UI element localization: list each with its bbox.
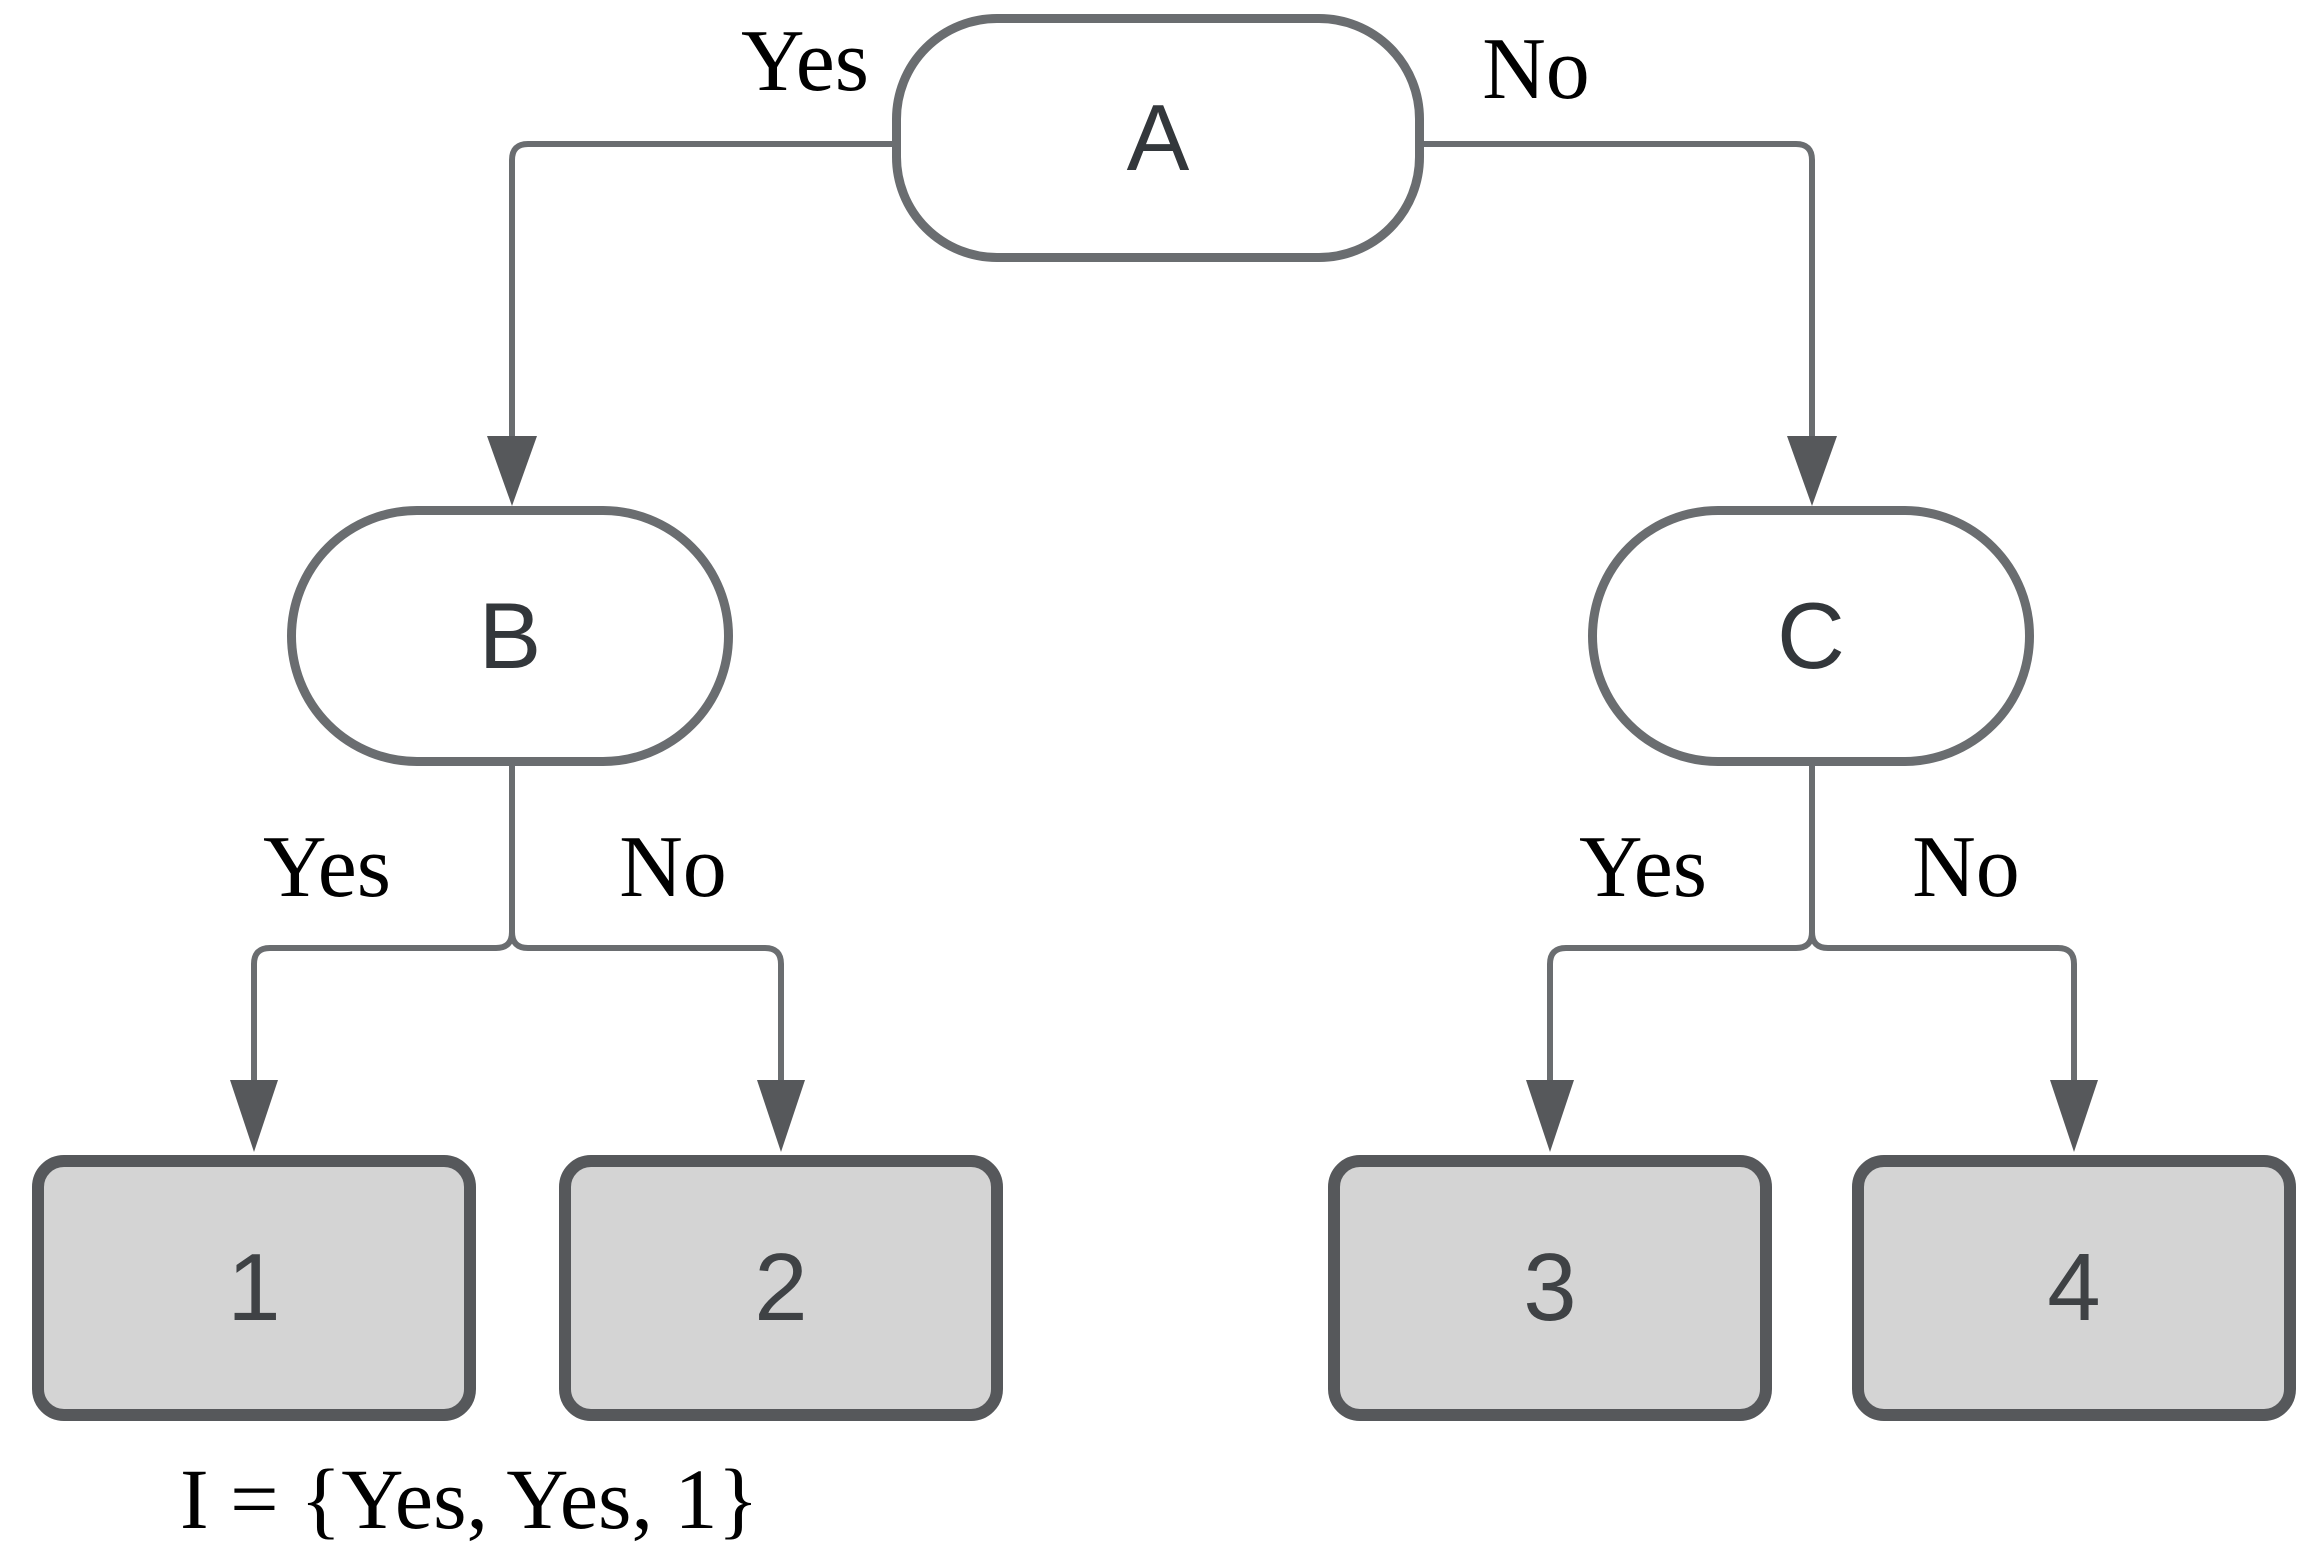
edge-a-b-arrowhead: [487, 436, 537, 506]
edge-a-c: [1424, 141, 1815, 438]
edge-label-b-leaf2-no: No: [619, 819, 727, 916]
edge-a-b: [509, 141, 892, 438]
node-c: C: [1588, 506, 2034, 766]
edge-b-leaf2: [509, 766, 784, 1082]
leaf-2-label: 2: [754, 1234, 808, 1341]
node-a: A: [892, 14, 1424, 262]
edge-c-leaf4-arrowhead: [2050, 1080, 2098, 1152]
node-b: B: [287, 506, 733, 766]
instance-caption: I = {Yes, Yes, 1}: [180, 1451, 759, 1547]
edge-c-leaf3: [1547, 766, 1815, 1082]
edge-label-a-c-no: No: [1482, 21, 1590, 118]
leaf-node-4: 4: [1852, 1155, 2296, 1421]
edge-label-c-leaf3-yes: Yes: [1578, 819, 1708, 916]
leaf-1-label: 1: [227, 1234, 281, 1341]
leaf-node-2: 2: [559, 1155, 1003, 1421]
edge-c-leaf3-arrowhead: [1526, 1080, 1574, 1152]
edge-c-leaf4: [1809, 766, 2077, 1082]
edge-b-leaf1: [251, 766, 515, 1082]
leaf-node-3: 3: [1328, 1155, 1772, 1421]
node-b-label: B: [478, 583, 542, 688]
edge-b-leaf1-arrowhead: [230, 1080, 278, 1152]
edge-label-b-leaf1-yes: Yes: [262, 819, 392, 916]
edge-label-a-b-yes: Yes: [740, 13, 870, 110]
leaf-4-label: 4: [2047, 1234, 2101, 1341]
leaf-3-label: 3: [1523, 1234, 1577, 1341]
node-c-label: C: [1777, 583, 1845, 688]
edge-a-c-arrowhead: [1787, 436, 1837, 506]
leaf-node-1: 1: [32, 1155, 476, 1421]
edge-label-c-leaf4-no: No: [1912, 819, 2020, 916]
node-a-label: A: [1126, 85, 1190, 190]
edge-b-leaf2-arrowhead: [757, 1080, 805, 1152]
